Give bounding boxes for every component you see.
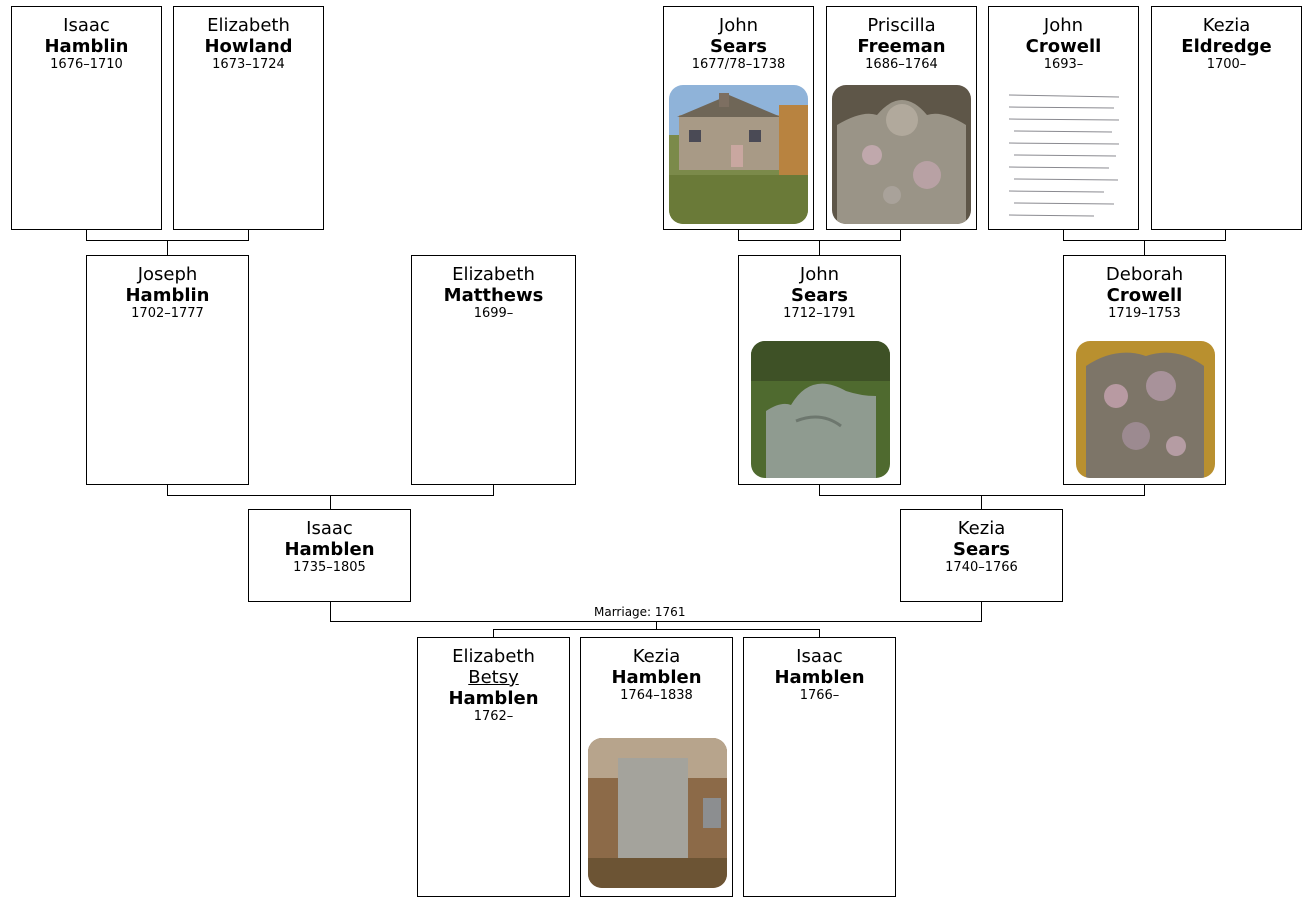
life-dates: 1676–1710 xyxy=(50,57,123,72)
person-elizabeth-betsy-hamblen[interactable]: Elizabeth Betsy Hamblen 1762– xyxy=(417,637,570,897)
gravestone-photo[interactable] xyxy=(1076,341,1215,478)
life-dates: 1712–1791 xyxy=(783,306,856,321)
surname: Hamblin xyxy=(44,36,129,57)
life-dates: 1699– xyxy=(473,306,514,321)
gravestone-photo[interactable] xyxy=(588,738,727,888)
surname: Freeman xyxy=(857,36,946,57)
surname: Sears xyxy=(953,539,1010,560)
first-name: Elizabeth xyxy=(207,15,290,36)
gravestone-photo[interactable] xyxy=(751,341,890,478)
person-kezia-hamblen[interactable]: Kezia Hamblen 1764–1838 xyxy=(580,637,733,897)
person-john-sears-1712[interactable]: John Sears 1712–1791 xyxy=(738,255,901,485)
surname: Crowell xyxy=(1106,285,1183,306)
first-name: Elizabeth xyxy=(452,264,535,285)
life-dates: 1764–1838 xyxy=(620,688,693,703)
life-dates: 1677/78–1738 xyxy=(691,57,786,72)
life-dates: 1719–1753 xyxy=(1108,306,1181,321)
person-deborah-crowell[interactable]: Deborah Crowell 1719–1753 xyxy=(1063,255,1226,485)
gravestone-photo[interactable] xyxy=(832,85,971,224)
first-name: John xyxy=(718,15,759,36)
life-dates: 1686–1764 xyxy=(865,57,938,72)
surname: Eldredge xyxy=(1181,36,1272,57)
surname: Sears xyxy=(791,285,848,306)
first-name: Kezia xyxy=(632,646,681,667)
life-dates: 1766– xyxy=(799,688,840,703)
life-dates: 1700– xyxy=(1206,57,1247,72)
person-kezia-eldredge[interactable]: Kezia Eldredge 1700– xyxy=(1151,6,1302,230)
document-photo[interactable] xyxy=(994,85,1133,224)
first-name: Priscilla xyxy=(867,15,936,36)
surname: Sears xyxy=(710,36,767,57)
life-dates: 1702–1777 xyxy=(131,306,204,321)
marriage-label: Marriage: 1761 xyxy=(594,605,686,619)
first-name: Kezia xyxy=(957,518,1006,539)
first-name: John xyxy=(799,264,840,285)
life-dates: 1740–1766 xyxy=(945,560,1018,575)
life-dates: 1693– xyxy=(1043,57,1084,72)
surname: Hamblen xyxy=(284,539,375,560)
first-name: Elizabeth xyxy=(452,646,535,667)
person-isaac-hamblen[interactable]: Isaac Hamblen 1735–1805 xyxy=(248,509,411,602)
surname: Crowell xyxy=(1025,36,1102,57)
person-john-crowell[interactable]: John Crowell 1693– xyxy=(988,6,1139,230)
person-elizabeth-matthews[interactable]: Elizabeth Matthews 1699– xyxy=(411,255,576,485)
person-isaac-hamblin[interactable]: Isaac Hamblin 1676–1710 xyxy=(11,6,162,230)
nickname: Betsy xyxy=(468,667,519,688)
life-dates: 1762– xyxy=(473,709,514,724)
person-elizabeth-howland[interactable]: Elizabeth Howland 1673–1724 xyxy=(173,6,324,230)
first-name: Isaac xyxy=(796,646,843,667)
person-isaac-hamblen-1766[interactable]: Isaac Hamblen 1766– xyxy=(743,637,896,897)
first-name: Kezia xyxy=(1202,15,1251,36)
surname: Matthews xyxy=(443,285,544,306)
person-kezia-sears[interactable]: Kezia Sears 1740–1766 xyxy=(900,509,1063,602)
surname: Howland xyxy=(204,36,293,57)
person-joseph-hamblin[interactable]: Joseph Hamblin 1702–1777 xyxy=(86,255,249,485)
first-name: Isaac xyxy=(306,518,353,539)
person-john-sears-1677[interactable]: John Sears 1677/78–1738 xyxy=(663,6,814,230)
life-dates: 1673–1724 xyxy=(212,57,285,72)
person-priscilla-freeman[interactable]: Priscilla Freeman 1686–1764 xyxy=(826,6,977,230)
life-dates: 1735–1805 xyxy=(293,560,366,575)
surname: Hamblin xyxy=(125,285,210,306)
first-name: Deborah xyxy=(1105,264,1184,285)
surname: Hamblen xyxy=(774,667,865,688)
first-name: John xyxy=(1043,15,1084,36)
first-name: Isaac xyxy=(63,15,110,36)
house-photo[interactable] xyxy=(669,85,808,224)
first-name: Joseph xyxy=(137,264,198,285)
surname: Hamblen xyxy=(611,667,702,688)
surname: Hamblen xyxy=(448,688,539,709)
